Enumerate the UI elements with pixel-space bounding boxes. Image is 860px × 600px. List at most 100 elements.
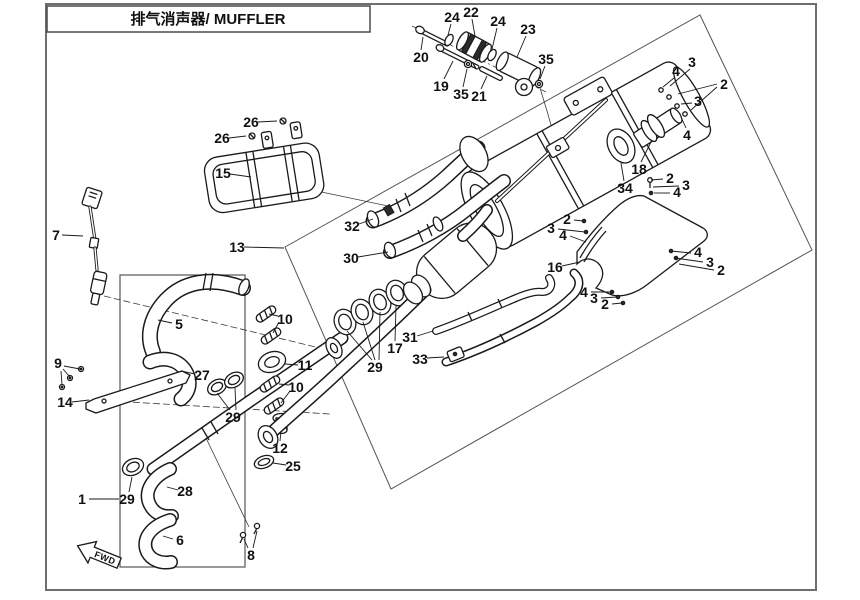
catalyst-downpipe (257, 274, 432, 449)
leader-line (600, 296, 618, 299)
bushing-22 (455, 31, 493, 63)
leader-line (166, 486, 179, 491)
part-number-25: 25 (285, 458, 301, 474)
leader-line (257, 120, 278, 123)
leader-line (471, 18, 476, 37)
bolt-26b (248, 132, 256, 140)
leader-line (243, 246, 285, 249)
heat-shield-16 (576, 177, 708, 306)
leader-line (640, 139, 653, 163)
part-number-10: 10 (277, 311, 293, 327)
catalyst-section (415, 204, 498, 299)
part-number-7: 7 (52, 227, 60, 243)
leader-line (243, 538, 249, 549)
leader-line (357, 251, 389, 258)
leader-line (678, 263, 715, 271)
part-number-29: 29 (225, 409, 241, 425)
part-number-1: 1 (78, 491, 86, 507)
mount-hardware-group (415, 25, 544, 97)
part-number-5: 5 (175, 316, 183, 332)
pipe-shell-6 (138, 513, 178, 570)
part-number-4: 4 (694, 244, 702, 260)
part-number-34: 34 (617, 180, 633, 196)
leader-line (228, 135, 247, 139)
nut-35a (463, 59, 473, 69)
leader-line (462, 68, 468, 88)
part-number-32: 32 (344, 218, 360, 234)
leader-line (662, 77, 675, 88)
leader-line (557, 228, 586, 233)
part-number-3: 3 (547, 220, 555, 236)
part-number-26: 26 (243, 114, 259, 130)
part-number-20: 20 (413, 49, 429, 65)
leader-line (516, 35, 527, 58)
part-number-35: 35 (538, 51, 554, 67)
leader-line (420, 36, 424, 51)
leader-line (62, 368, 71, 378)
leader-line (280, 390, 291, 404)
leader-line (611, 302, 623, 305)
leader-line (272, 321, 280, 334)
part-number-24: 24 (490, 13, 506, 29)
leader-line (573, 219, 584, 222)
leader-line (61, 234, 84, 237)
part-number-2: 2 (601, 296, 609, 312)
part-number-10: 10 (288, 379, 304, 395)
leader-line (63, 365, 81, 370)
part-number-3: 3 (688, 54, 696, 70)
part-number-18: 18 (631, 161, 647, 177)
leader-line (268, 313, 279, 317)
leader-line (652, 185, 680, 188)
leader-line (128, 476, 133, 493)
leader-line (162, 535, 174, 540)
leader-line (234, 387, 237, 411)
part-number-11: 11 (298, 357, 313, 373)
pipe-shield-27 (142, 351, 197, 407)
leader-line (669, 68, 691, 87)
part-number-29: 29 (367, 359, 383, 375)
gasket-ring-11 (257, 350, 287, 374)
leader-line (426, 356, 445, 359)
oxygen-sensor-7 (81, 186, 108, 306)
title-box (46, 5, 371, 33)
leader-line (60, 370, 63, 386)
part-number-26: 26 (214, 130, 230, 146)
part-number-4: 4 (683, 127, 691, 143)
part-number-30: 30 (343, 250, 359, 266)
leader-line (491, 27, 498, 50)
leader-line (650, 178, 664, 181)
leader-line (539, 65, 546, 80)
leader-line (279, 430, 282, 442)
leader-line (229, 173, 252, 178)
seal-ring-25 (253, 454, 275, 470)
part-number-6: 6 (176, 532, 184, 548)
leader-line (394, 305, 397, 342)
assembly-frame-parallelogram (284, 14, 813, 490)
part-number-8: 8 (247, 547, 255, 563)
leader-line (284, 363, 299, 366)
header-pipe-5 (141, 272, 251, 360)
leader-line (447, 23, 452, 36)
part-number-3: 3 (682, 177, 690, 193)
leader-line (272, 462, 287, 466)
leader-line (278, 383, 290, 386)
clamp-ring-29-lower (121, 457, 145, 477)
part-number-2: 2 (720, 76, 728, 92)
leader-line (443, 60, 454, 80)
part-number-21: 21 (471, 88, 487, 104)
part-number-3: 3 (694, 93, 702, 109)
leader-line (362, 321, 376, 361)
front-pipe (146, 331, 349, 476)
part-number-13: 13 (229, 239, 245, 255)
bolt-20 (415, 25, 450, 47)
bolt-26a (279, 117, 287, 125)
leader-line (216, 392, 231, 411)
part-number-33: 33 (412, 351, 428, 367)
muffler-mount-23 (495, 51, 542, 97)
leader-line (569, 235, 587, 243)
part-number-4: 4 (673, 184, 681, 200)
leader-line (620, 162, 625, 182)
